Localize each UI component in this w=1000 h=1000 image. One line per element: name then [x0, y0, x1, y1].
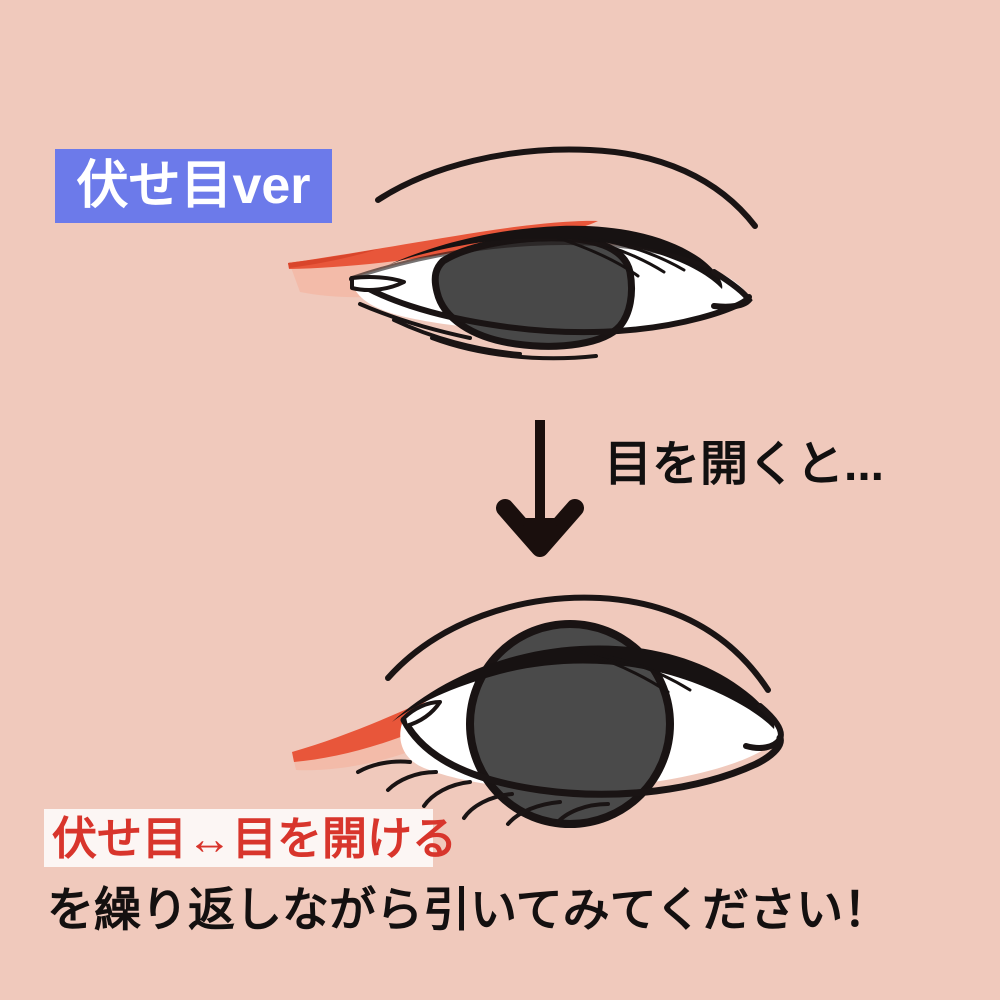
bottom-eyeliner-shadow — [292, 684, 504, 771]
bottom-lash-5 — [506, 800, 562, 826]
bottom-outer-corner — [743, 703, 784, 751]
bottom-lash-4 — [462, 792, 514, 820]
bottom-lash-2 — [386, 770, 438, 792]
bottom-lash-3 — [422, 780, 472, 808]
arrow-head — [496, 499, 584, 557]
bottom-upper-lashline — [392, 645, 775, 729]
bottom-badge-label: 伏せ目↔目を開ける — [52, 812, 458, 864]
top-badge-label: 伏せ目ver — [76, 157, 311, 215]
bottom-inner-corner — [402, 700, 442, 728]
bottom-lash-strokes — [580, 650, 692, 694]
top-eyeliner-tip — [288, 249, 378, 268]
top-sclera — [352, 242, 748, 332]
top-undereye-fold-1 — [358, 302, 472, 340]
bottom-eye-group — [292, 594, 784, 828]
bottom-badge: 伏せ目↔目を開ける — [44, 809, 457, 867]
top-lash-strokes — [556, 236, 686, 278]
top-iris — [431, 234, 636, 350]
bottom-iris — [466, 620, 674, 828]
middle-caption: 目を開くと... — [604, 438, 885, 491]
bottom-caption: を繰り返しながら引いてみてください！ — [47, 883, 891, 936]
top-outer-corner — [711, 269, 753, 310]
top-eyeliner-shadow — [289, 231, 580, 298]
top-eye-group — [288, 146, 758, 361]
top-undereye-fold-3 — [430, 336, 598, 361]
bottom-sclera — [400, 658, 779, 790]
top-badge: 伏せ目ver — [55, 149, 332, 223]
top-eyelid-crease — [375, 146, 758, 229]
bottom-lower-lid — [400, 716, 784, 798]
bottom-lash-1 — [356, 759, 412, 774]
bottom-eyelid-crease — [385, 594, 771, 693]
arrow-tip — [518, 518, 562, 548]
top-undereye-fold-2 — [392, 318, 522, 356]
bottom-lash-6 — [554, 802, 610, 826]
top-eyeliner — [288, 220, 598, 269]
bottom-eyeliner — [292, 658, 528, 762]
top-sclera-outline — [350, 241, 707, 280]
top-inner-corner — [350, 275, 406, 292]
top-upper-lashline — [386, 225, 723, 289]
top-lower-lid — [349, 276, 752, 336]
